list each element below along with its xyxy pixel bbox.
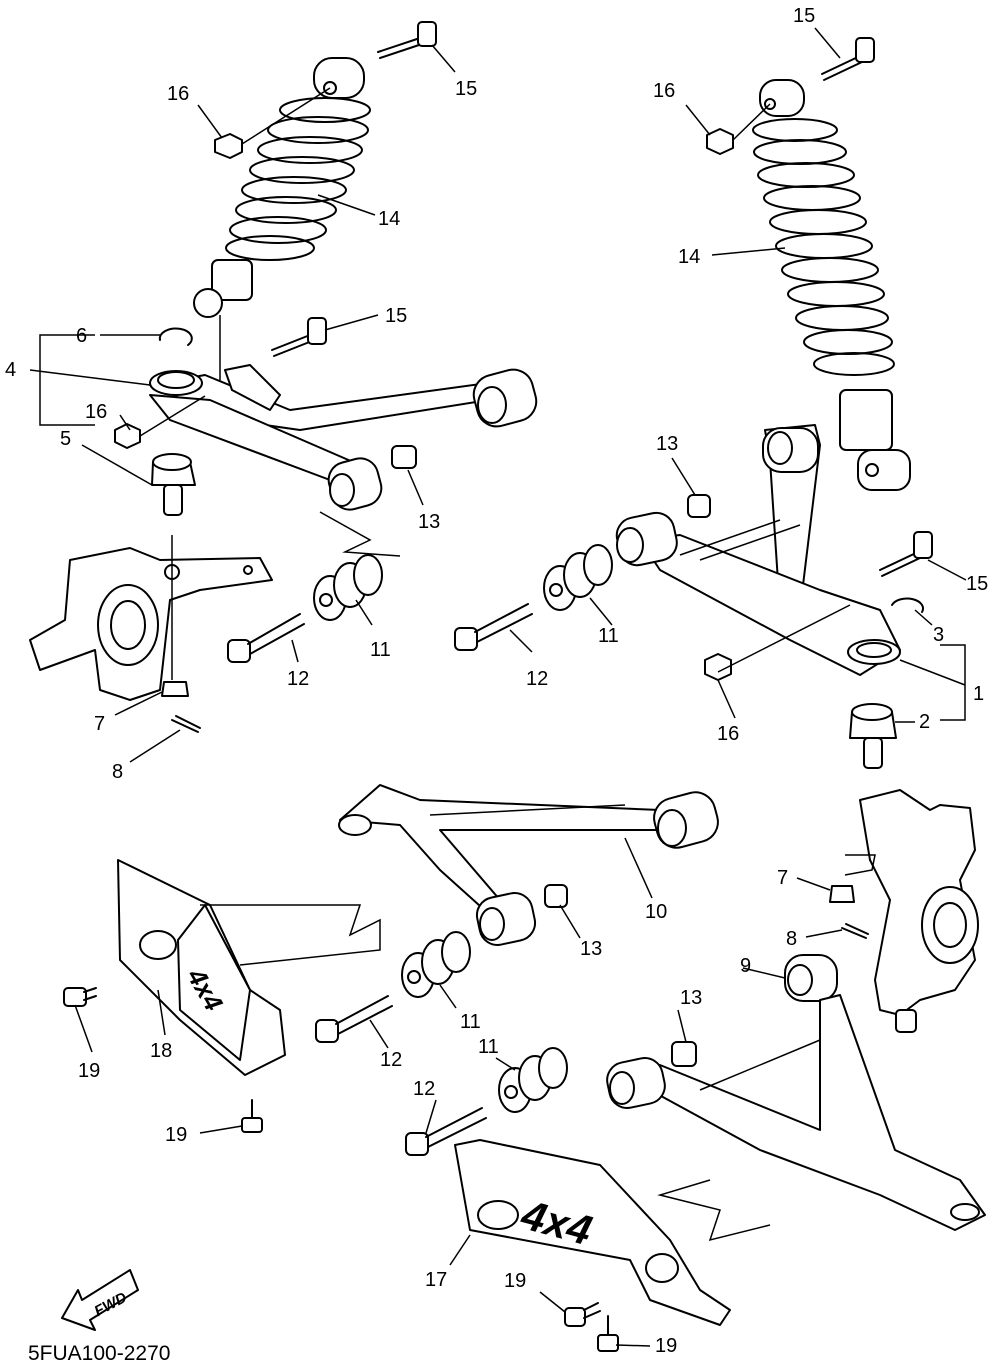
left-shock-absorber (193, 57, 371, 385)
leader-lines (29, 27, 967, 1347)
callout-19: 19 (504, 1270, 526, 1292)
left-upper-arm (149, 364, 538, 557)
callout-8: 8 (786, 928, 797, 950)
callout-15: 15 (455, 78, 477, 100)
callout-4: 4 (5, 359, 16, 381)
callout-5: 5 (60, 428, 71, 450)
callout-15: 15 (793, 5, 815, 27)
callout-15: 15 (385, 305, 407, 327)
callout-13: 13 (680, 987, 702, 1009)
forward-arrow-icon: FWD (61, 1269, 139, 1331)
right-small-parts (454, 37, 979, 1033)
callout-10: 10 (645, 901, 667, 923)
left-small-parts (29, 21, 437, 733)
callout-13: 13 (580, 938, 602, 960)
callout-11: 11 (598, 625, 619, 647)
callout-9: 9 (740, 955, 751, 977)
callout-16: 16 (85, 401, 107, 423)
callout-18: 18 (150, 1040, 172, 1062)
callout-16: 16 (717, 723, 739, 745)
callout-12: 12 (526, 668, 548, 690)
callout-11: 11 (370, 639, 391, 661)
callout-11: 11 (460, 1011, 481, 1033)
diagram-part-code: 5FUA100-2270 (28, 1342, 170, 1365)
callout-3: 3 (933, 624, 944, 646)
callout-19: 19 (78, 1060, 100, 1082)
callout-19: 19 (165, 1124, 187, 1146)
center-lower-arm (315, 784, 719, 1043)
callout-labels: 16 15 14 15 6 4 16 5 13 11 12 7 8 15 16 … (5, 5, 988, 1357)
callout-16: 16 (653, 80, 675, 102)
callout-11: 11 (478, 1036, 499, 1058)
callout-7: 7 (94, 713, 105, 735)
right-lower-arm (615, 424, 901, 676)
callout-17: 17 (425, 1269, 447, 1291)
callout-12: 12 (287, 668, 309, 690)
left-guard: 4x4 (63, 859, 286, 1133)
callout-1: 1 (973, 683, 984, 705)
callout-16: 16 (167, 83, 189, 105)
right-shock-absorber (752, 79, 911, 491)
callout-14: 14 (678, 246, 700, 268)
callout-8: 8 (112, 761, 123, 783)
right-guard: 4x4 (454, 1139, 731, 1352)
callout-19: 19 (655, 1335, 677, 1357)
callout-7: 7 (777, 867, 788, 889)
callout-13: 13 (418, 511, 440, 533)
callout-12: 12 (380, 1049, 402, 1071)
callout-13: 13 (656, 433, 678, 455)
callout-2: 2 (919, 711, 930, 733)
bottom-right-lower-arm (405, 954, 986, 1231)
callout-14: 14 (378, 208, 400, 230)
callout-12: 12 (413, 1078, 435, 1100)
callout-6: 6 (76, 325, 87, 347)
callout-15: 15 (966, 573, 988, 595)
